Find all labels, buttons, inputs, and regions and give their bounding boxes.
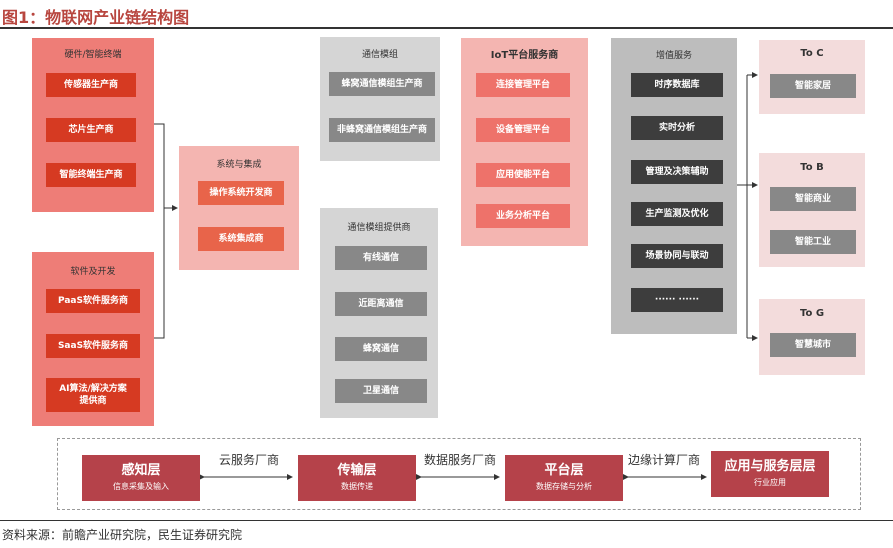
to-b-panel: To B 智能商业 智能工业 — [759, 153, 865, 267]
layer-platform: 平台层 数据存储与分析 — [505, 455, 623, 501]
layer-perception: 感知层 信息采集及输入 — [82, 455, 200, 501]
comm-module-item: 蜂窝通信模组生产商 — [329, 72, 435, 96]
to-b-item: 智能商业 — [770, 187, 856, 211]
comm-provider-panel-title: 通信模组提供商 — [347, 223, 411, 233]
comm-provider-item: 卫星通信 — [335, 379, 427, 403]
comm-module-panel-title: 通信模组 — [361, 50, 398, 60]
figure-title: 图1：物联网产业链结构图 — [2, 8, 190, 27]
source-note: 资料来源：前瞻产业研究院，民生证券研究院 — [2, 528, 243, 542]
layers-container — [57, 438, 861, 510]
comm-provider-item: 蜂窝通信 — [335, 337, 427, 361]
comm-provider-panel: 通信模组提供商 有线通信 近距离通信 蜂窝通信 卫星通信 — [320, 208, 438, 418]
software-item: PaaS软件服务商 — [46, 289, 140, 313]
to-g-panel-title: To G — [799, 308, 825, 319]
comm-module-item: 非蜂窝通信模组生产商 — [329, 118, 435, 142]
system-item: 系统集成商 — [198, 227, 284, 251]
to-c-panel-title: To C — [800, 48, 824, 59]
system-item: 操作系统开发商 — [198, 181, 284, 205]
layer-application: 应用与服务层层 行业应用 — [711, 451, 829, 497]
layer-sub: 行业应用 — [754, 478, 786, 487]
connector-label-data: 数据服务厂商 — [424, 453, 497, 467]
software-item: AI算法/解决方案提供商 — [46, 378, 140, 412]
bracket-line — [154, 123, 165, 339]
layer-sub: 数据传递 — [341, 482, 373, 491]
value-added-item: 管理及决策辅助 — [631, 160, 723, 184]
connector-label-cloud: 云服务厂商 — [219, 453, 280, 467]
hardware-item: 智能终端生产商 — [46, 163, 136, 187]
hardware-item: 传感器生产商 — [46, 73, 136, 97]
iot-platform-panel-title: IoT平台服务商 — [490, 50, 559, 61]
value-added-panel: 增值服务 时序数据库 实时分析 管理及决策辅助 生产监测及优化 场景协同与联动 … — [611, 38, 737, 334]
software-panel: 软件及开发 PaaS软件服务商 SaaS软件服务商 AI算法/解决方案提供商 — [32, 252, 154, 426]
iot-platform-item: 业务分析平台 — [476, 204, 570, 228]
software-item: SaaS软件服务商 — [46, 334, 140, 358]
layer-name: 感知层 — [121, 463, 161, 478]
layer-sub: 数据存储与分析 — [536, 482, 592, 491]
comm-module-panel: 通信模组 蜂窝通信模组生产商 非蜂窝通信模组生产商 — [320, 37, 440, 161]
iot-platform-item: 设备管理平台 — [476, 118, 570, 142]
to-b-item: 智能工业 — [770, 230, 856, 254]
connector-label-edge: 边缘计算厂商 — [628, 453, 701, 467]
to-g-item: 智慧城市 — [770, 333, 856, 357]
hardware-item: 芯片生产商 — [46, 118, 136, 142]
to-c-panel: To C 智能家居 — [759, 40, 865, 114]
hardware-panel: 硬件/智能终端 传感器生产商 芯片生产商 智能终端生产商 — [32, 38, 154, 212]
software-panel-title: 软件及开发 — [70, 267, 116, 277]
to-c-item: 智能家居 — [770, 74, 856, 98]
layer-transport: 传输层 数据传递 — [298, 455, 416, 501]
value-added-item: ······ ······ — [631, 288, 723, 312]
value-added-item: 生产监测及优化 — [631, 202, 723, 226]
comm-provider-item: 近距离通信 — [335, 292, 427, 316]
layer-sub: 信息采集及输入 — [113, 482, 169, 491]
value-added-item: 实时分析 — [631, 116, 723, 140]
to-b-panel-title: To B — [800, 162, 824, 173]
to-g-panel: To G 智慧城市 — [759, 299, 865, 375]
footer-divider — [0, 520, 893, 521]
hardware-panel-title: 硬件/智能终端 — [64, 50, 122, 60]
value-added-item: 场景协同与联动 — [631, 244, 723, 268]
layer-name: 应用与服务层层 — [724, 459, 816, 474]
iot-platform-item: 应用使能平台 — [476, 163, 570, 187]
value-added-panel-title: 增值服务 — [655, 51, 692, 61]
system-panel-title: 系统与集成 — [216, 160, 262, 170]
layer-name: 传输层 — [337, 463, 377, 478]
value-added-item: 时序数据库 — [631, 73, 723, 97]
comm-provider-item: 有线通信 — [335, 246, 427, 270]
iot-platform-panel: IoT平台服务商 连接管理平台 设备管理平台 应用使能平台 业务分析平台 — [461, 38, 588, 246]
system-panel: 系统与集成 操作系统开发商 系统集成商 — [179, 146, 299, 270]
layer-name: 平台层 — [544, 463, 584, 478]
title-divider — [0, 27, 893, 29]
iot-platform-item: 连接管理平台 — [476, 73, 570, 97]
